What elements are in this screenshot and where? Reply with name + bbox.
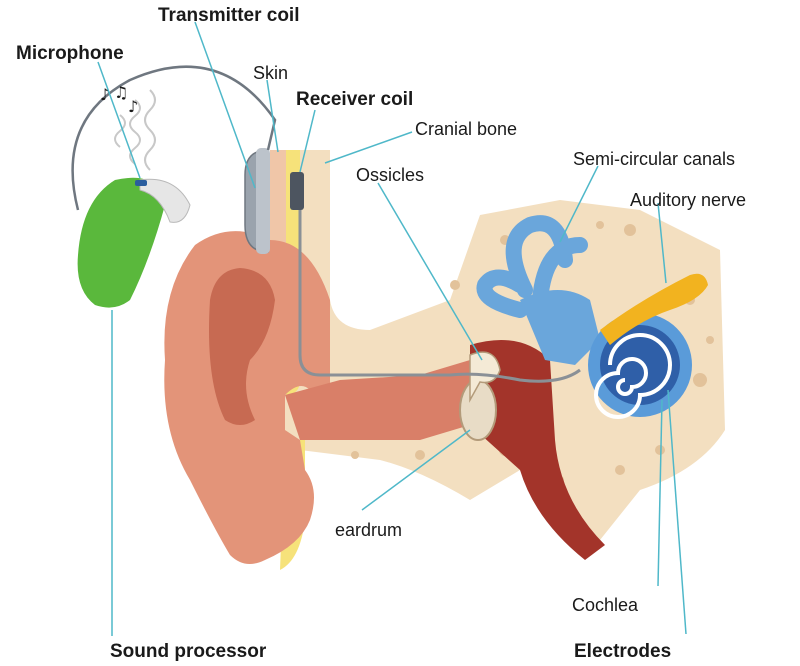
electrode-wire [298, 190, 581, 383]
processor-cable [71, 65, 277, 211]
leader-lines [97, 21, 687, 636]
label-auditory-nerve: Auditory nerve [630, 190, 747, 210]
label-cochlea: Cochlea [572, 595, 639, 615]
ear-canal [285, 360, 470, 440]
microphone-port [135, 180, 147, 186]
label-eardrum: eardrum [335, 520, 403, 540]
label-semicircular-canals: Semi-circular canals [573, 149, 736, 169]
receiver-coil-shape [290, 172, 304, 210]
sound-processor-shape [77, 177, 165, 308]
label-electrodes: Electrodes [574, 641, 672, 662]
sound-processor-top [139, 178, 191, 223]
label-sound-processor: Sound processor [110, 641, 267, 662]
svg-text:♫: ♫ [114, 83, 128, 102]
vestibule-shape [520, 290, 600, 365]
label-receiver-coil: Receiver coil [296, 89, 414, 110]
label-transmitter-coil: Transmitter coil [158, 5, 300, 26]
transmitter-coil-base [256, 148, 270, 254]
eardrum-shape [459, 379, 497, 441]
middle-ear-cavity [470, 340, 605, 560]
label-microphone: Microphone [16, 43, 124, 64]
label-skin: Skin [253, 63, 289, 83]
svg-text:♪: ♪ [100, 85, 110, 104]
semicircular-canals-shape [476, 215, 588, 318]
label-ossicles: Ossicles [356, 165, 425, 185]
label-cranial-bone: Cranial bone [415, 119, 518, 139]
svg-text:♪: ♪ [128, 97, 138, 116]
music-notes-icon: ♪ ♫ ♪ [100, 83, 138, 116]
auditory-nerve-shape [600, 273, 708, 345]
outer-ear-shadow [209, 268, 275, 425]
